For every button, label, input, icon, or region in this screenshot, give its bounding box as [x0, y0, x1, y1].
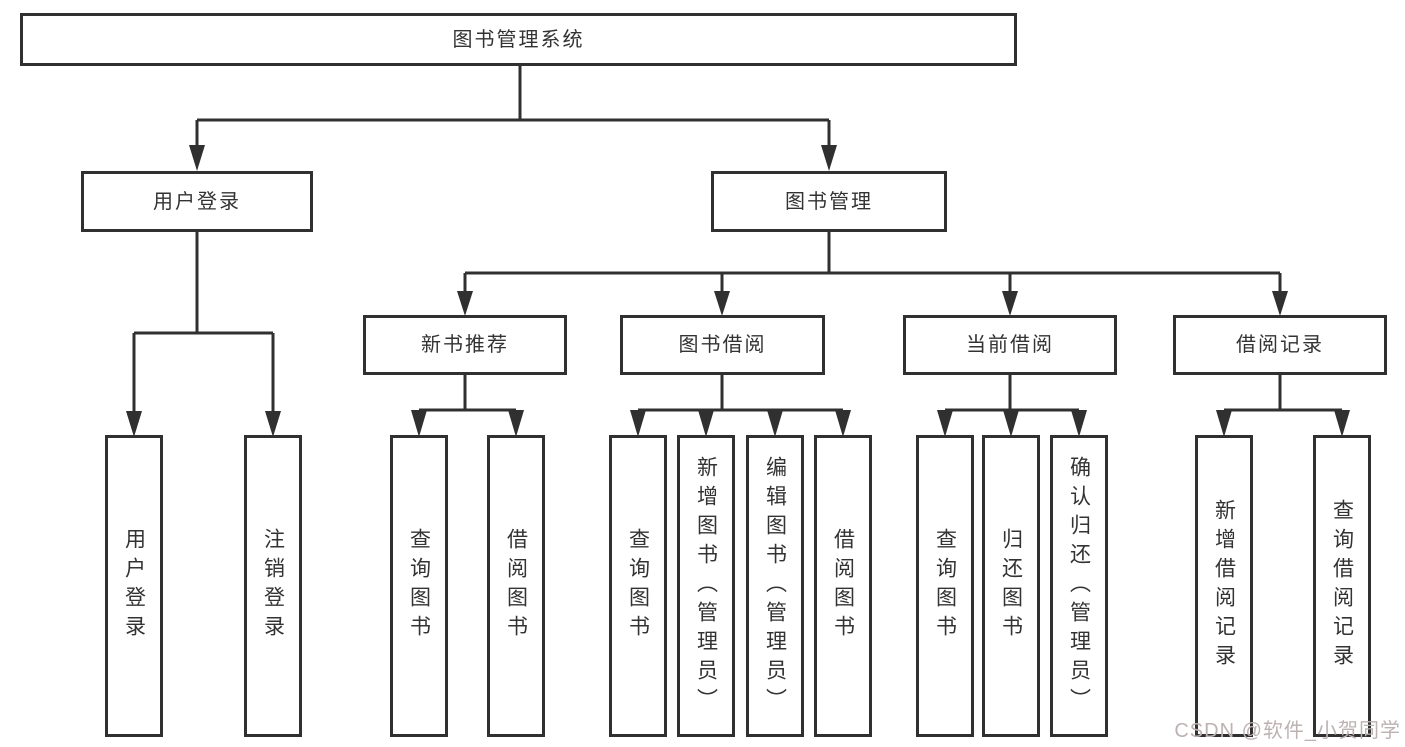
- leaf-logout: 注销登录: [244, 435, 302, 737]
- node-root-system: 图书管理系统: [20, 13, 1017, 66]
- leaf-query-books-3: 查询图书: [916, 435, 974, 737]
- node-book-management: 图书管理: [711, 171, 947, 232]
- leaf-query-books-1: 查询图书: [390, 435, 448, 737]
- node-user-login: 用户登录: [81, 171, 313, 232]
- node-book-borrow: 图书借阅: [620, 315, 825, 375]
- leaf-user-login: 用户登录: [105, 435, 163, 737]
- leaf-query-books-2: 查询图书: [609, 435, 667, 737]
- leaf-borrow-books-2: 借阅图书: [814, 435, 872, 737]
- leaf-edit-books-admin: 编辑图书（管理员）: [746, 435, 804, 737]
- node-borrow-records: 借阅记录: [1173, 315, 1387, 375]
- leaf-add-borrow-record: 新增借阅记录: [1195, 435, 1253, 737]
- leaf-confirm-return-admin: 确认归还（管理员）: [1050, 435, 1108, 737]
- leaf-return-books: 归还图书: [982, 435, 1040, 737]
- watermark-text: CSDN @软件_小贺同学: [1174, 720, 1401, 742]
- leaf-add-books-admin: 新增图书（管理员）: [677, 435, 735, 737]
- node-new-book-recommend: 新书推荐: [363, 315, 567, 375]
- leaf-borrow-books-1: 借阅图书: [487, 435, 545, 737]
- leaf-query-borrow-record: 查询借阅记录: [1313, 435, 1371, 737]
- node-current-borrow: 当前借阅: [903, 315, 1117, 375]
